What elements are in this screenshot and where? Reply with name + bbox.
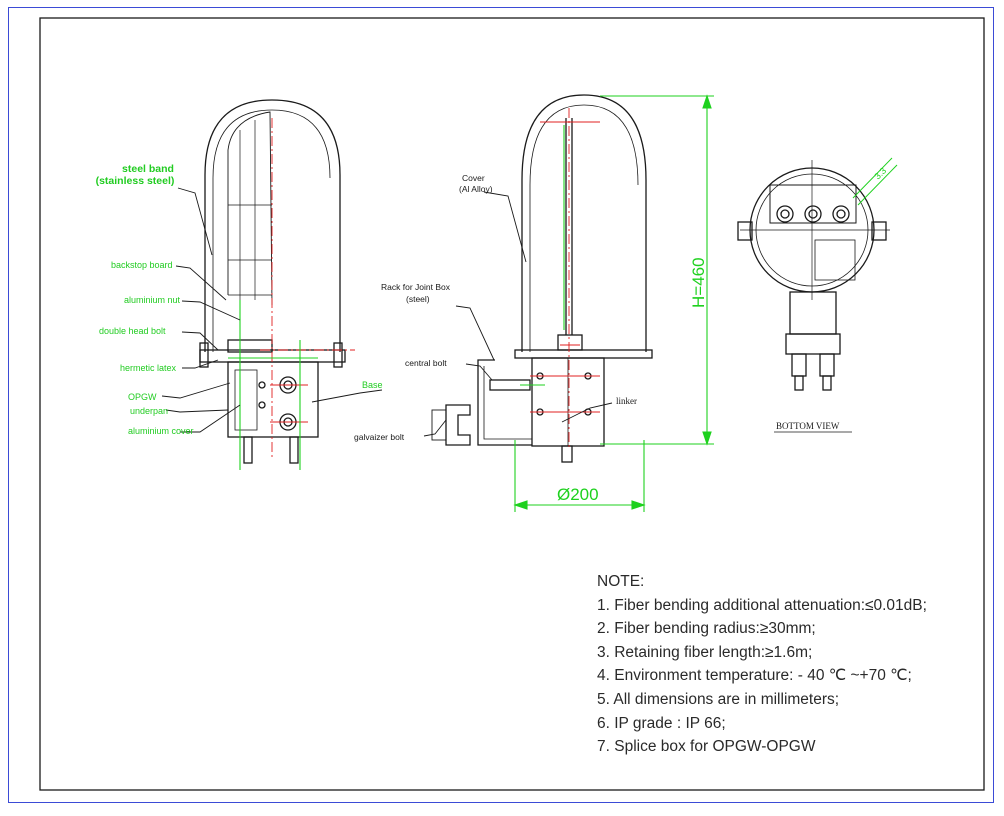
front-view-leaders	[423, 191, 613, 437]
side-view-accents	[228, 300, 318, 470]
note-item: 7. Splice box for OPGW-OPGW	[597, 738, 816, 756]
note-item: 3. Retaining fiber length:≥1.6m;	[597, 643, 813, 661]
label-linker: linker	[616, 396, 637, 406]
bottom-view-label: BOTTOM VIEW	[776, 421, 840, 431]
label-stainless-steel: (stainless steel)	[96, 175, 175, 187]
front-rack	[477, 359, 532, 446]
bottom-view-accents	[852, 157, 898, 206]
dimension-height: H=460	[689, 257, 708, 308]
label-base: Base	[362, 380, 383, 390]
note-item: 1. Fiber bending additional attenuation:…	[597, 596, 927, 614]
label-double-head-bolt: double head bolt	[99, 326, 166, 336]
front-view-accents	[520, 125, 565, 386]
label-cover-material: (Al Alloy)	[459, 184, 493, 194]
front-dimensions	[513, 94, 714, 512]
side-view-leaders	[161, 187, 383, 433]
side-base-box	[227, 361, 319, 438]
label-backstop-board: backstop board	[111, 260, 173, 270]
front-flange	[514, 349, 653, 359]
front-dome	[521, 94, 647, 352]
note-item: 5. All dimensions are in millimeters;	[597, 690, 840, 708]
label-galvaizer-bolt: galvaizer bolt	[354, 432, 405, 442]
outer-frame	[8, 7, 994, 803]
side-dome	[204, 99, 341, 352]
bottom-connector	[789, 291, 837, 335]
label-cover: Cover	[462, 173, 485, 183]
note-item: 2. Fiber bending radius:≥30mm;	[597, 620, 816, 638]
notes-title: NOTE:	[597, 573, 645, 590]
note-item: 4. Environment temperature: - 40 ℃ ~+70 …	[597, 667, 912, 685]
dimension-diameter: Ø200	[557, 485, 599, 504]
bottom-view-dimension: 3.3	[872, 165, 888, 181]
side-view-centerlines	[260, 118, 355, 460]
bottom-view-centerlines	[740, 160, 890, 300]
label-rack: Rack for Joint Box	[381, 282, 451, 292]
label-aluminium-nut: aluminium nut	[124, 295, 181, 305]
label-rack-material: (steel)	[406, 294, 430, 304]
label-steel-band: steel band	[122, 163, 174, 175]
front-view	[431, 94, 653, 463]
front-view-centerlines	[530, 108, 600, 450]
front-clamp	[445, 404, 471, 446]
label-hermetic-latex: hermetic latex	[120, 363, 177, 373]
label-central-bolt: central bolt	[405, 358, 447, 368]
note-item: 6. IP grade : IP 66;	[597, 714, 726, 732]
label-underpan: underpan	[130, 406, 168, 416]
label-opgw: OPGW	[128, 392, 157, 402]
side-inner-rack	[227, 111, 273, 306]
label-aluminium-cover: aluminium cover	[128, 426, 194, 436]
notes-block: NOTE: 1. Fiber bending additional attenu…	[597, 570, 927, 759]
side-dome-inner	[212, 109, 331, 352]
drawing-border	[39, 17, 985, 791]
side-view	[199, 99, 346, 464]
